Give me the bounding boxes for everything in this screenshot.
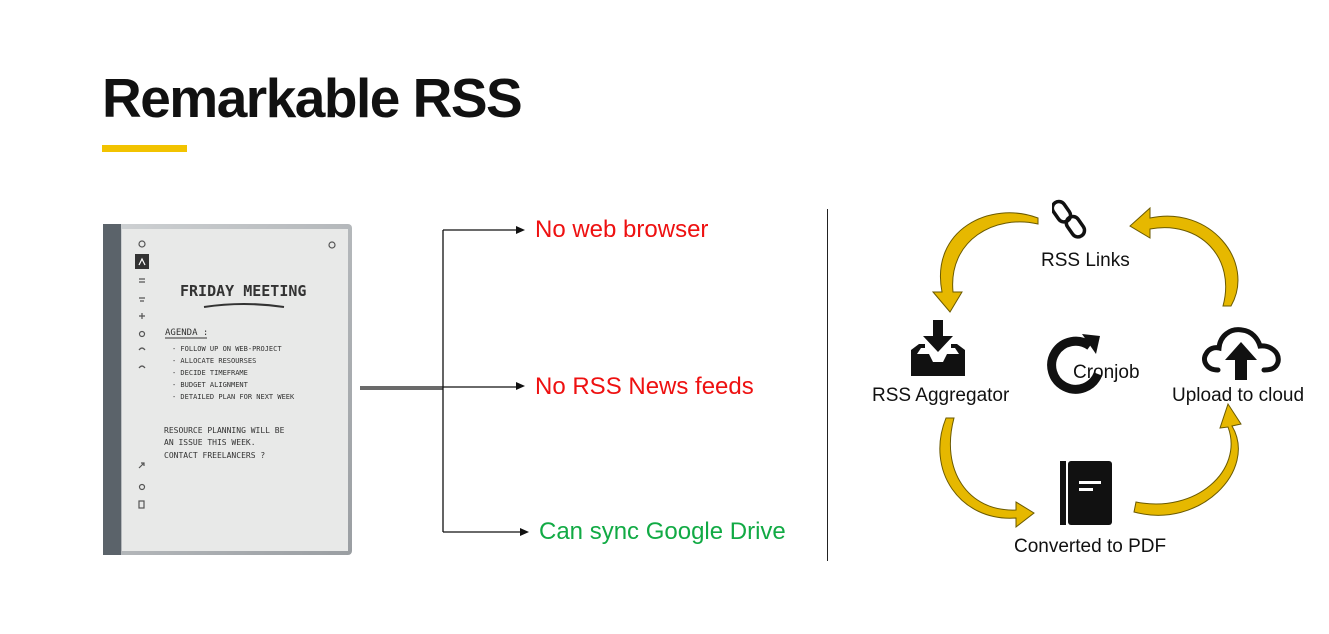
link-icon [1052,199,1087,239]
note-line: AN ISSUE THIS WEEK. [164,438,256,447]
agenda-item: - ALLOCATE RESOURSES [172,357,256,365]
slide-title: Remarkable RSS [102,67,523,129]
point-no-web-browser: No web browser [535,216,709,243]
agenda-item: - DECIDE TIMEFRAME [172,369,248,377]
cycle-arrow [931,212,1039,313]
agenda-item: - DETAILED PLAN FOR NEXT WEEK [172,393,295,401]
converted-to-pdf-label: Converted to PDF [1014,536,1167,557]
point-no-rss-feeds: No RSS News feeds [535,373,754,400]
agenda-label: AGENDA : [165,328,208,338]
agenda-item: - BUDGET ALIGNMENT [172,381,249,389]
inbox-download-icon [911,320,965,376]
upload-to-cloud-label: Upload to cloud [1172,385,1305,406]
note-heading: FRIDAY MEETING [180,282,306,300]
rss-aggregator-label: RSS Aggregator [872,385,1010,406]
cronjob-label: Cronjob [1073,362,1140,383]
vertical-divider [827,209,828,561]
tablet-image: FRIDAY MEETING AGENDA : - FOLLOW UP ON W… [102,223,353,557]
cycle-arrow [1129,206,1239,307]
cycle-arrow [939,417,1035,529]
point-google-drive: Can sync Google Drive [539,518,786,545]
cycle-arrow [1133,402,1242,516]
rss-links-label: RSS Links [1041,250,1130,271]
cloud-upload-icon [1202,327,1281,380]
note-line: CONTACT FREELANCERS ? [164,451,265,460]
agenda-item: - FOLLOW UP ON WEB-PROJECT [172,345,282,353]
note-line: RESOURCE PLANNING WILL BE [164,426,285,435]
refresh-icon [1047,334,1103,394]
document-icon [1060,461,1112,525]
title-underline [102,145,187,152]
